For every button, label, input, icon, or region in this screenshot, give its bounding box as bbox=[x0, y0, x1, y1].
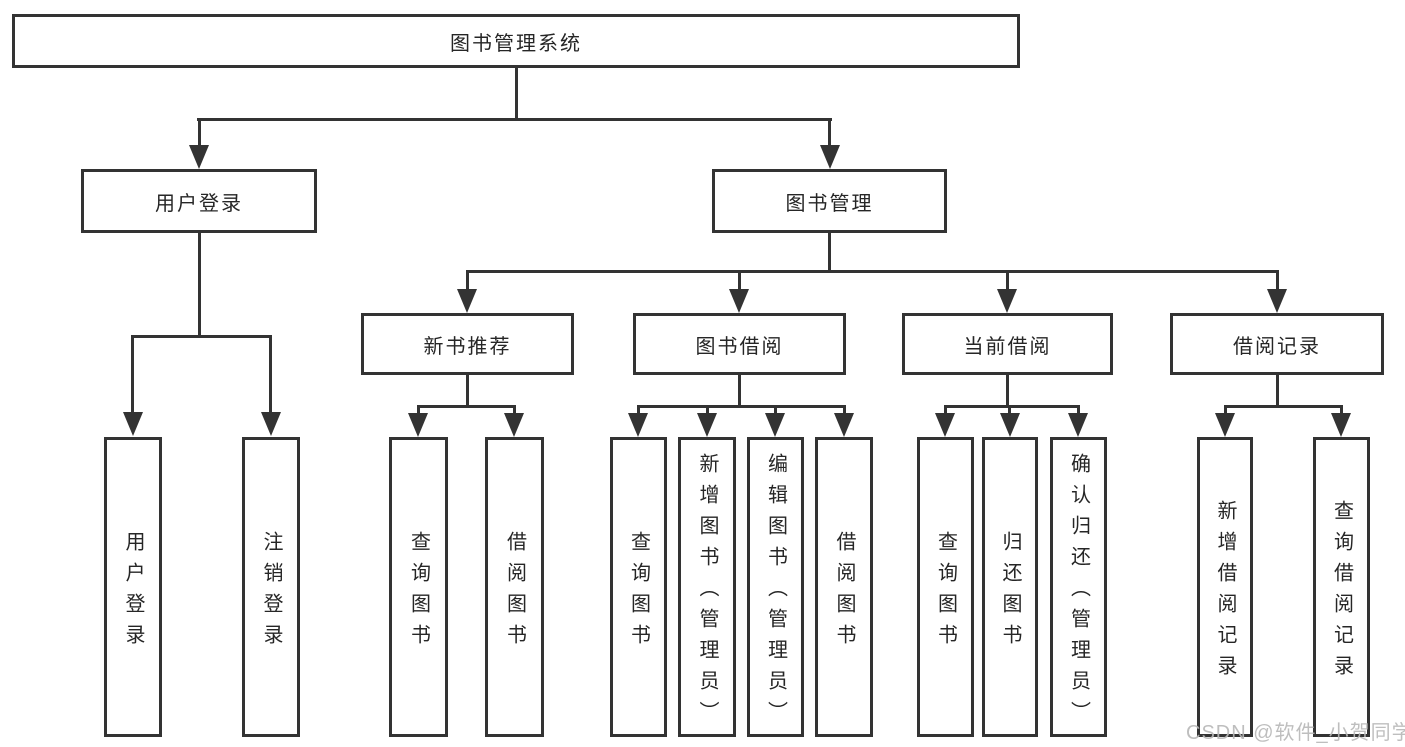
connector-arrow-icon bbox=[408, 413, 428, 437]
connector-line bbox=[198, 233, 201, 337]
leaf-label: 新增图书（管理员） bbox=[696, 453, 718, 732]
leaf-label: 借阅图书 bbox=[503, 530, 526, 655]
connector-line bbox=[828, 121, 831, 147]
leaf-query-books-current: 查询图书 bbox=[917, 437, 974, 737]
connector-arrow-icon bbox=[504, 413, 524, 437]
connector-line bbox=[269, 335, 272, 413]
connector-line bbox=[466, 375, 469, 407]
leaf-return-books: 归还图书 bbox=[982, 437, 1038, 737]
node-user-login: 用户登录 bbox=[81, 169, 317, 233]
connector-line bbox=[774, 405, 777, 415]
node-label: 借阅记录 bbox=[1233, 335, 1321, 358]
leaf-query-books-recommend: 查询图书 bbox=[389, 437, 448, 737]
connector-arrow-icon bbox=[1000, 413, 1020, 437]
leaf-label: 查询借阅记录 bbox=[1330, 499, 1353, 686]
leaf-logout: 注销登录 bbox=[242, 437, 300, 737]
leaf-edit-books-admin: 编辑图书（管理员） bbox=[747, 437, 804, 737]
connector-line bbox=[1224, 405, 1227, 415]
leaf-label: 新增借阅记录 bbox=[1214, 499, 1236, 686]
leaf-label: 查询图书 bbox=[627, 530, 650, 655]
connector-line bbox=[1276, 273, 1279, 291]
node-label: 图书管理系统 bbox=[450, 32, 582, 55]
node-new-book-recommend: 新书推荐 bbox=[361, 313, 574, 375]
connector-line bbox=[828, 233, 831, 272]
node-label: 图书借阅 bbox=[695, 335, 784, 358]
connector-arrow-icon bbox=[997, 289, 1017, 313]
connector-line bbox=[417, 405, 420, 415]
connector-arrow-icon bbox=[1267, 289, 1287, 313]
connector-arrow-icon bbox=[820, 145, 840, 169]
connector-line bbox=[843, 405, 846, 415]
leaf-query-borrow-record: 查询借阅记录 bbox=[1313, 437, 1370, 737]
node-label: 用户登录 bbox=[155, 192, 243, 215]
connector-arrow-icon bbox=[189, 145, 209, 169]
leaf-label: 编辑图书（管理员） bbox=[764, 453, 787, 732]
connector-line bbox=[944, 405, 1080, 408]
connector-line bbox=[637, 405, 640, 415]
node-label: 当前借阅 bbox=[963, 335, 1052, 358]
node-current-borrowing: 当前借阅 bbox=[902, 313, 1113, 375]
connector-line bbox=[466, 270, 1279, 273]
connector-arrow-icon bbox=[1331, 413, 1351, 437]
connector-line bbox=[1276, 375, 1279, 407]
connector-line bbox=[131, 335, 272, 338]
leaf-label: 查询图书 bbox=[407, 530, 430, 655]
node-book-borrowing: 图书借阅 bbox=[633, 313, 846, 375]
connector-line bbox=[738, 375, 741, 407]
connector-arrow-icon bbox=[935, 413, 955, 437]
connector-line bbox=[417, 405, 516, 408]
connector-line bbox=[515, 68, 518, 121]
leaf-label: 注销登录 bbox=[260, 530, 282, 655]
leaf-user-login: 用户登录 bbox=[104, 437, 162, 737]
connector-line bbox=[1006, 375, 1009, 407]
connector-arrow-icon bbox=[261, 412, 281, 436]
leaf-label: 查询图书 bbox=[934, 530, 957, 655]
connector-line bbox=[944, 405, 947, 415]
connector-line bbox=[1224, 405, 1343, 408]
connector-line bbox=[197, 118, 832, 121]
connector-arrow-icon bbox=[729, 289, 749, 313]
connector-line bbox=[738, 273, 741, 291]
leaf-label: 归还图书 bbox=[999, 530, 1021, 655]
leaf-label: 借阅图书 bbox=[833, 530, 855, 655]
connector-line bbox=[1077, 405, 1080, 415]
leaf-label: 确认归还（管理员） bbox=[1067, 453, 1090, 732]
connector-arrow-icon bbox=[123, 412, 143, 436]
leaf-confirm-return-admin: 确认归还（管理员） bbox=[1050, 437, 1107, 737]
connector-arrow-icon bbox=[1068, 413, 1088, 437]
leaf-label: 用户登录 bbox=[122, 530, 144, 655]
connector-arrow-icon bbox=[765, 413, 785, 437]
connector-line bbox=[1340, 405, 1343, 415]
connector-line bbox=[706, 405, 709, 415]
node-library-management-system: 图书管理系统 bbox=[12, 14, 1020, 68]
connector-line bbox=[198, 121, 201, 147]
connector-line bbox=[1006, 273, 1009, 291]
connector-line bbox=[637, 405, 846, 408]
connector-arrow-icon bbox=[834, 413, 854, 437]
leaf-query-books-borrowing: 查询图书 bbox=[610, 437, 667, 737]
leaf-add-borrow-record: 新增借阅记录 bbox=[1197, 437, 1253, 737]
connector-arrow-icon bbox=[1215, 413, 1235, 437]
connector-line bbox=[131, 335, 134, 413]
connector-line bbox=[1008, 405, 1011, 415]
connector-arrow-icon bbox=[628, 413, 648, 437]
leaf-add-books-admin: 新增图书（管理员） bbox=[678, 437, 736, 737]
node-borrowing-records: 借阅记录 bbox=[1170, 313, 1384, 375]
connector-arrow-icon bbox=[697, 413, 717, 437]
node-label: 新书推荐 bbox=[423, 335, 512, 358]
connector-line bbox=[466, 273, 469, 291]
leaf-borrow-books: 借阅图书 bbox=[815, 437, 873, 737]
node-label: 图书管理 bbox=[785, 192, 874, 215]
connector-line bbox=[513, 405, 516, 415]
node-book-management: 图书管理 bbox=[712, 169, 947, 233]
connector-arrow-icon bbox=[457, 289, 477, 313]
csdn-watermark: CSDN @软件_小贺同学 bbox=[1186, 722, 1405, 744]
leaf-borrow-books-recommend: 借阅图书 bbox=[485, 437, 544, 737]
